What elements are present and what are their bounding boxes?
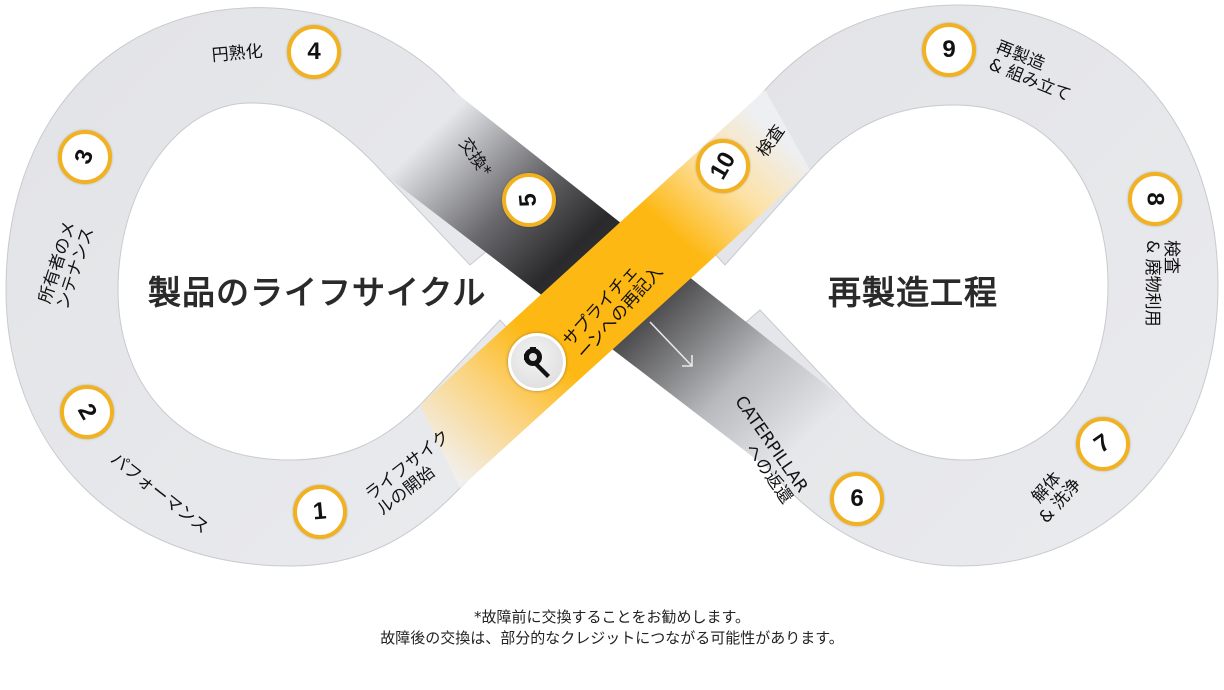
step-8-badge: 8	[1128, 172, 1182, 226]
step-4-badge: 4	[287, 25, 341, 79]
arrow-icon	[649, 321, 693, 367]
footnote-line1: *故障前に交換することをお勧めします。	[473, 608, 750, 626]
step-8-label-line1: 検査	[1161, 240, 1181, 274]
footnote: *故障前に交換することをお勧めします。 故障後の交換は、部分的なクレジットにつな…	[0, 607, 1224, 649]
wrench-glyph	[524, 347, 550, 378]
step-8-label: 検査 & 廃物利用	[1142, 240, 1181, 327]
step-8-label-line2: & 廃物利用	[1142, 240, 1162, 327]
step-1-badge: 1	[293, 485, 347, 539]
step-9-badge: 9	[922, 23, 976, 77]
step-5-badge: 5	[502, 173, 556, 227]
wrench-icon	[508, 333, 566, 391]
step-7-badge: 7	[1076, 417, 1130, 471]
right-loop-title: 再製造工程	[828, 273, 998, 312]
step-3-badge: 3	[58, 130, 112, 184]
footnote-line2: 故障後の交換は、部分的なクレジットにつながる可能性があります。	[380, 629, 844, 647]
step-10-badge: 10	[696, 139, 750, 193]
step-2-badge: 2	[60, 385, 114, 439]
step-6-badge: 6	[830, 472, 884, 526]
left-loop-title: 製品のライフサイクル	[148, 273, 487, 312]
